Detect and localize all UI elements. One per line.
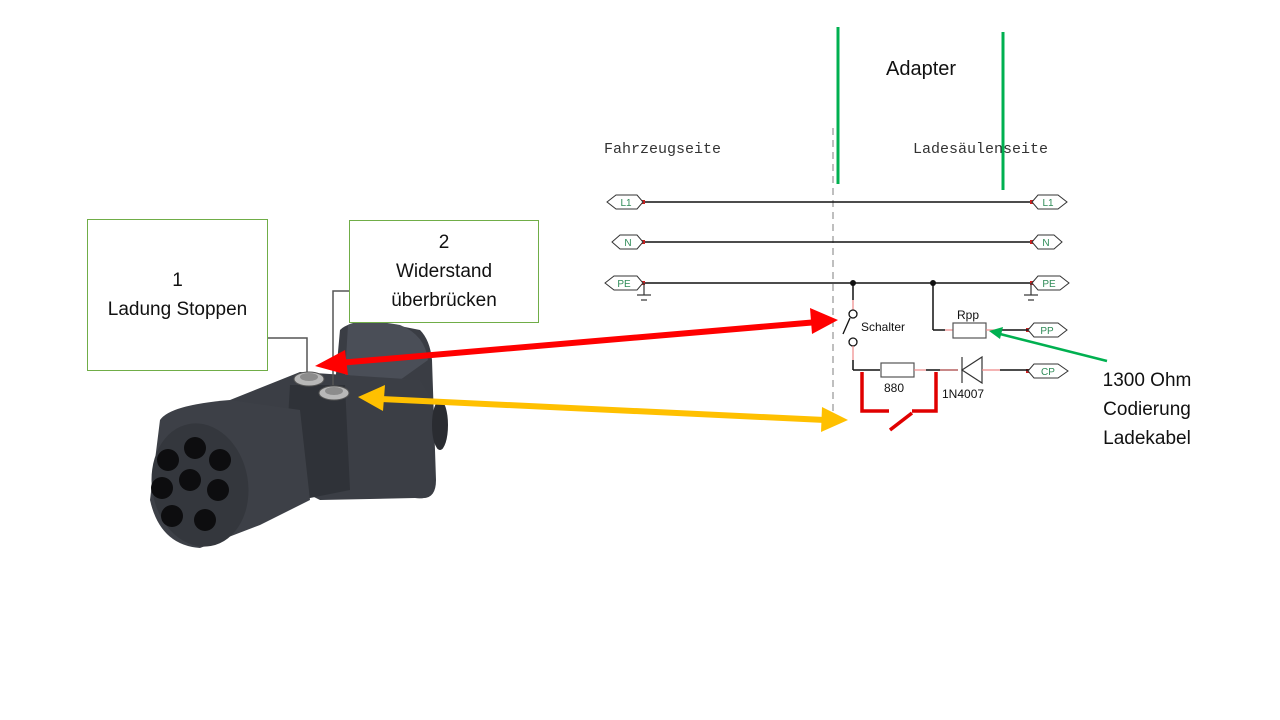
rpp-label: Rpp	[957, 308, 979, 322]
terminal-label: N	[1042, 238, 1049, 249]
callout-number: 1	[172, 270, 183, 291]
vehicle-side-label: Fahrzeugseite	[604, 141, 722, 158]
resistor-880-label: 880	[884, 381, 904, 395]
green-arrow	[989, 327, 1108, 363]
callout-text-line2: überbrücken	[391, 290, 497, 311]
note-line2: Codierung	[1103, 399, 1191, 420]
terminal-pp-right	[1027, 322, 1068, 338]
resistor-rpp	[952, 322, 987, 339]
callout-bypass-resistor: 2 Widerstand überbrücken	[349, 220, 539, 323]
switch-contact	[848, 337, 858, 347]
terminal-label: PP	[1040, 326, 1054, 337]
terminal-l1-left	[606, 194, 644, 210]
terminal-label: PE	[617, 279, 631, 290]
pin-socket	[157, 449, 179, 471]
switch-label: Schalter	[861, 320, 905, 334]
terminal-label: PE	[1042, 279, 1056, 290]
note-line1: 1300 Ohm	[1102, 370, 1192, 391]
charger-side-label: Ladesäulenseite	[913, 141, 1049, 158]
callout-stop-charging: 1 Ladung Stoppen	[87, 219, 268, 371]
leader-line-2	[332, 290, 349, 385]
callout-text-line1: Widerstand	[395, 261, 493, 282]
pin-socket	[194, 509, 216, 531]
adapter-title: Adapter	[886, 58, 957, 80]
terminal-n-left	[611, 234, 644, 250]
pin-socket	[207, 479, 229, 501]
callout-text: Ladung Stoppen	[107, 299, 248, 320]
red-double-arrow	[315, 308, 838, 375]
diode-label: 1N4007	[942, 387, 984, 401]
pin-socket	[184, 437, 206, 459]
ground-icon	[637, 283, 651, 301]
bypass-switch	[860, 372, 938, 432]
pin-socket	[161, 505, 183, 527]
leader-line-1	[267, 337, 308, 372]
callout-number: 2	[438, 232, 450, 253]
resistor-880	[880, 362, 915, 378]
switch-icon	[842, 317, 851, 335]
terminal-label: N	[624, 238, 631, 249]
pin-socket	[179, 469, 201, 491]
terminal-pe-right	[1031, 275, 1070, 291]
pin-socket	[151, 477, 173, 499]
switch-contact	[848, 309, 858, 319]
terminal-tags	[604, 194, 1070, 379]
terminal-label: CP	[1041, 367, 1055, 378]
terminal-label: L1	[620, 198, 632, 209]
yellow-double-arrow	[358, 385, 848, 432]
terminal-l1-right	[1031, 194, 1068, 210]
terminal-pe-left	[604, 275, 644, 291]
terminal-label: L1	[1042, 198, 1054, 209]
ground-icon	[1024, 283, 1038, 301]
cable-coding-note: 1300 Ohm Codierung Ladekabel	[1088, 366, 1206, 453]
note-line3: Ladekabel	[1103, 428, 1191, 449]
pin-socket	[209, 449, 231, 471]
diode-icon	[960, 355, 983, 385]
terminal-cp-right	[1027, 363, 1069, 379]
terminal-n-right	[1031, 234, 1063, 250]
